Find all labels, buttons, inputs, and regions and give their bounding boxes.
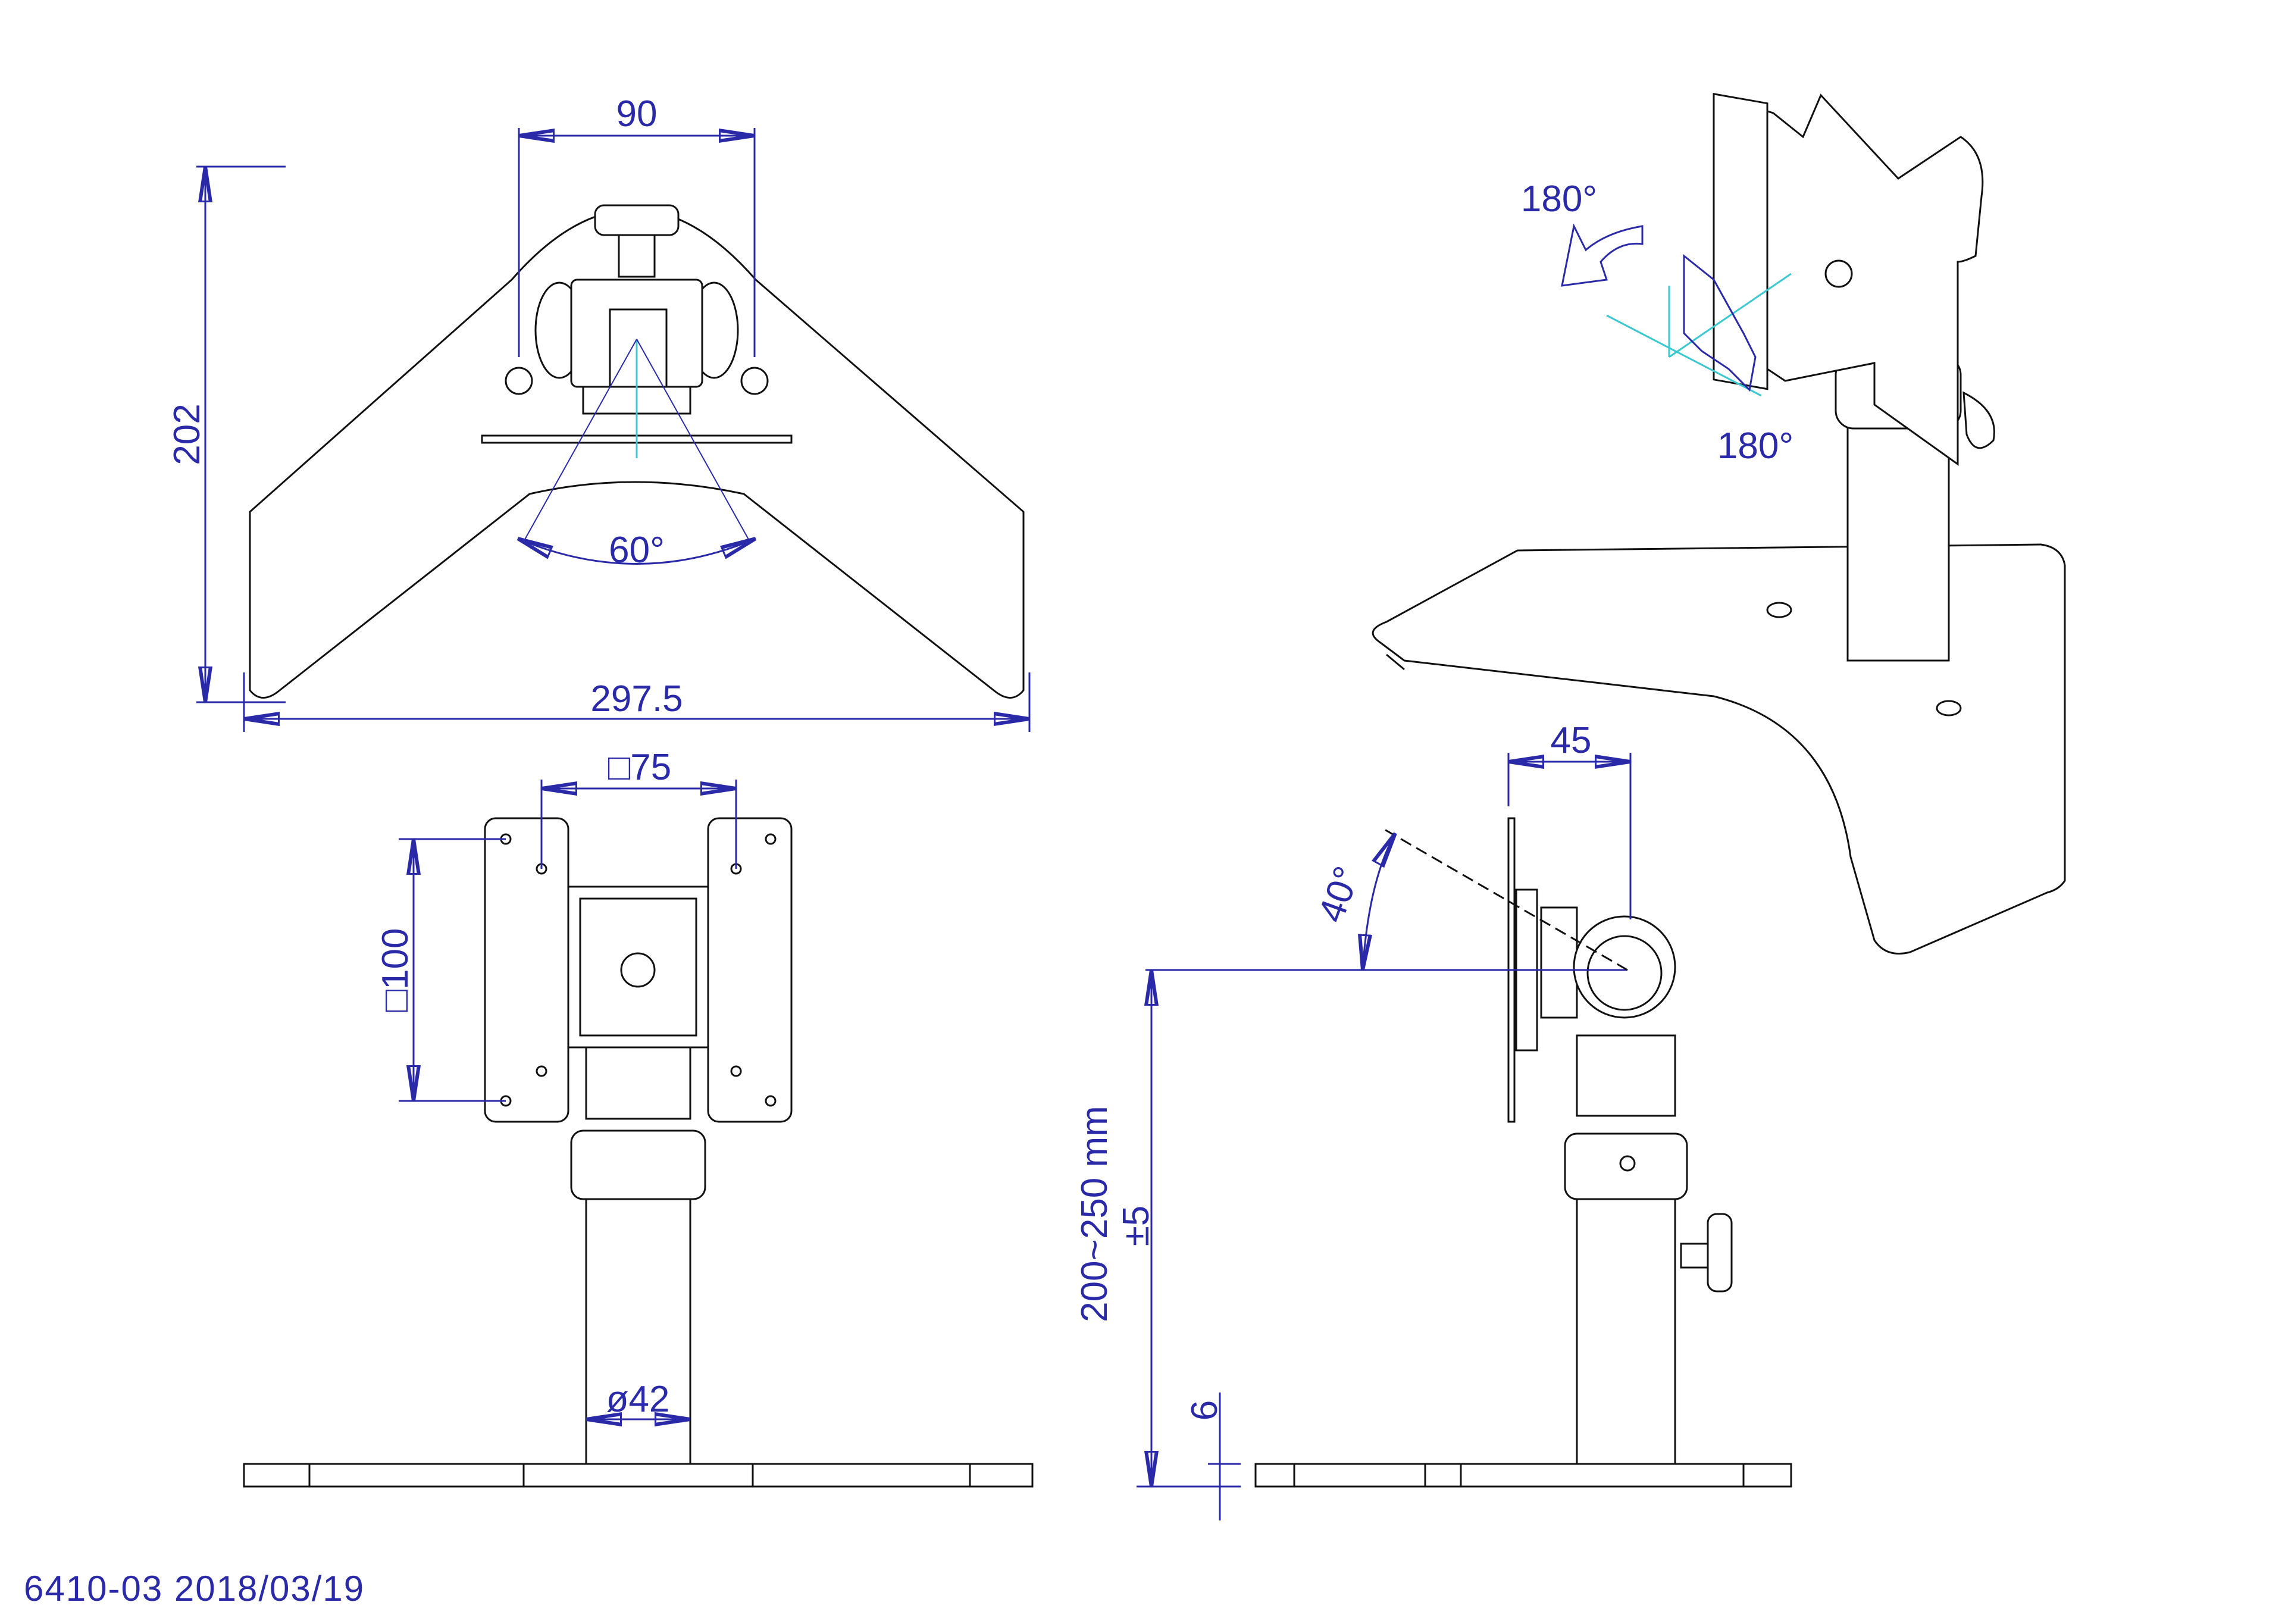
dim-pole-diameter: ø42 [606,1379,670,1420]
mount-hole-right [740,367,769,395]
pole-joint [585,1046,691,1120]
dim-90: 90 [616,93,658,134]
pole-side [1576,1198,1676,1465]
tension-knob [594,204,680,236]
rotation-arrow [1561,223,1644,287]
dim-offset-45: 45 [1551,720,1592,761]
height-collar [570,1129,706,1200]
head-plate [567,885,709,1049]
dim-202: 202 [167,403,208,465]
dim-height-range: 200~250 mm [1074,1106,1115,1322]
dim-tolerance: ±5 [1116,1206,1157,1247]
dim-60-deg: 60° [609,530,665,571]
top-view: 90 202 297.5 60° [167,93,1031,732]
front-view: □75 □100 ø42 [243,747,1034,1488]
vesa-plate-right [707,817,793,1123]
rotation-180-top: 180° [1521,179,1597,220]
base-plate-side [1254,1463,1792,1488]
iso-view: 180° 180° [1372,93,2066,955]
side-view: 45 40° 200~250 mm ±5 6 [1074,720,1792,1520]
drawing-id-date: 6410-03 2018/03/19 [24,1569,365,1609]
pole [585,1198,691,1465]
iso-vesa-plate [1713,93,1768,390]
dim-297-5: 297.5 [590,678,683,719]
dim-vesa-100: □100 [375,928,416,1012]
dim-vesa-75: □75 [608,747,671,788]
base-plate [243,1463,1034,1488]
rotation-180-bottom: 180° [1717,425,1793,467]
height-knob [1707,1213,1733,1293]
vesa-plate-left [484,817,569,1123]
tilt-joint [1573,915,1676,1019]
dim-tilt-40: 40° [1310,861,1368,928]
iso-base [1372,543,2066,955]
dim-base-6: 6 [1184,1400,1225,1420]
mount-hole-left [505,367,533,395]
